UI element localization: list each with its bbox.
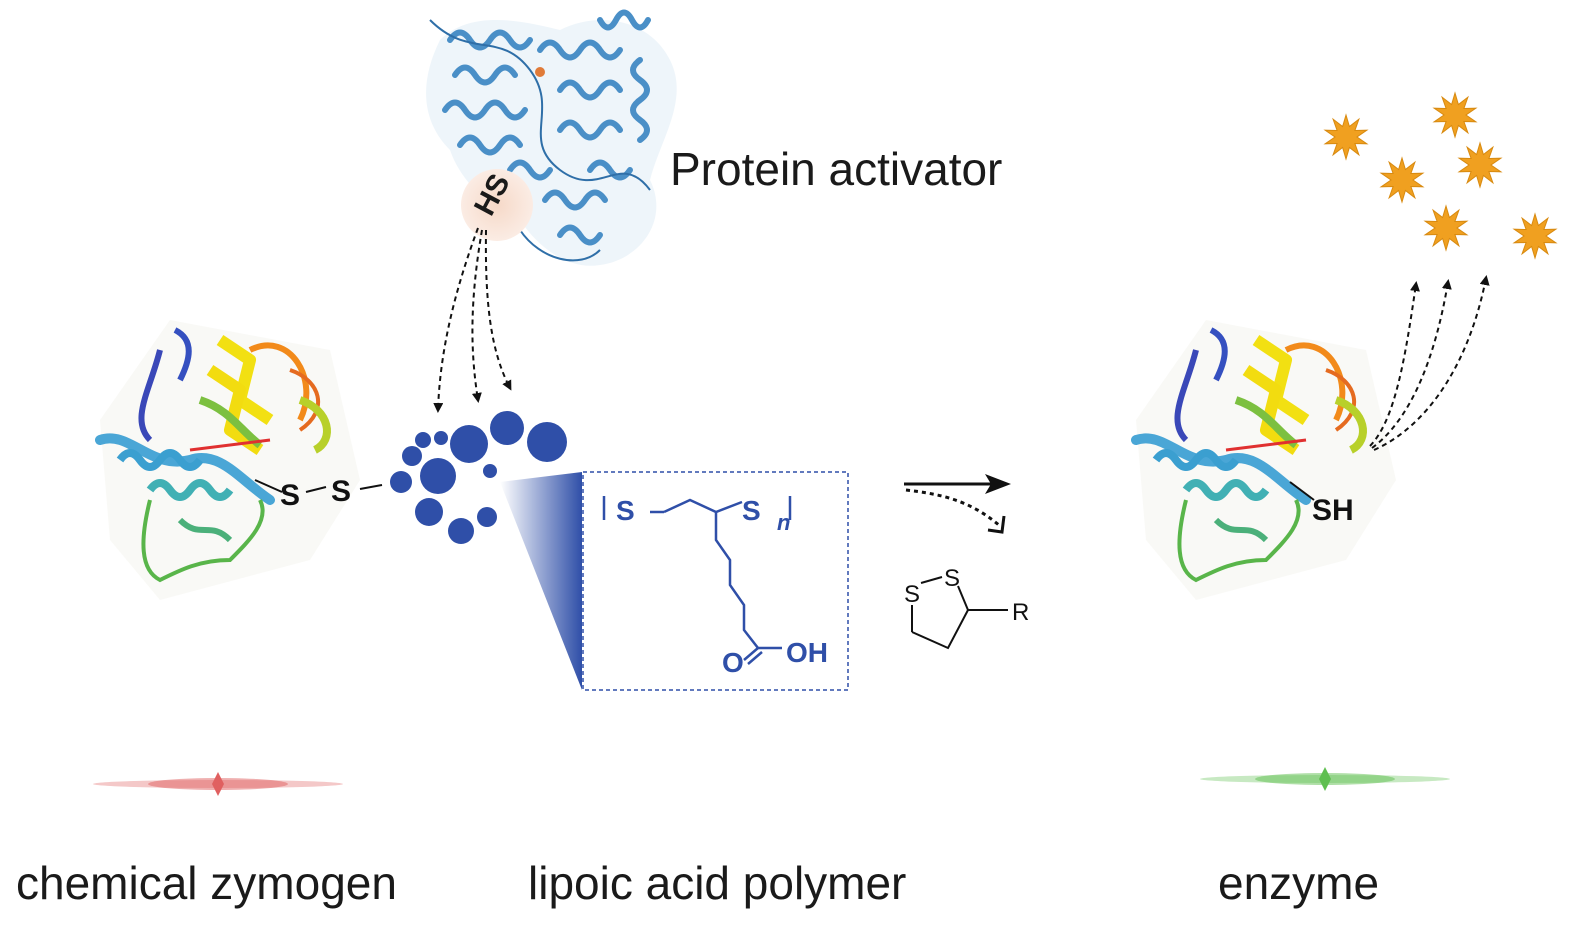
side-reaction-arrowhead xyxy=(987,515,1006,534)
bond-line xyxy=(1289,481,1315,501)
structure-o: O xyxy=(722,647,744,678)
zoom-cone xyxy=(500,472,582,690)
protein-activator-icon xyxy=(426,9,677,266)
star-icon xyxy=(1379,156,1425,204)
protein-activator-label: Protein activator xyxy=(670,143,1003,195)
thiol-label: SH xyxy=(1312,494,1354,527)
structure-s1: S xyxy=(616,495,635,526)
bond-line xyxy=(359,484,383,490)
disulfide-s-left: S xyxy=(280,479,301,512)
dithiolane-s-b: S xyxy=(944,565,960,592)
dithiolane-structure xyxy=(911,576,1008,650)
structure-oh: OH xyxy=(786,637,828,668)
bond-line xyxy=(305,486,327,493)
polymer-structure-box xyxy=(582,471,849,691)
dithiolane-r: R xyxy=(1012,599,1029,626)
product-stars xyxy=(1323,91,1558,260)
enzyme-protein-icon xyxy=(1131,320,1396,600)
bond-line xyxy=(254,479,283,493)
star-icon xyxy=(1423,204,1469,252)
disulfide-s-right: S xyxy=(331,475,352,508)
hs-highlight xyxy=(461,169,533,241)
chemical-zymogen-label: chemical zymogen xyxy=(16,857,397,909)
structure-n: n xyxy=(777,510,790,535)
side-reaction-arrow xyxy=(905,488,1001,528)
activator-arrows xyxy=(433,227,512,413)
enzyme-glow xyxy=(1200,767,1450,791)
star-icon xyxy=(1512,212,1558,260)
polymer-particle-icon xyxy=(390,411,567,544)
lipoic-acid-polymer-label: lipoic acid polymer xyxy=(528,857,907,909)
star-icon xyxy=(1457,141,1503,189)
zymogen-glow xyxy=(93,772,343,796)
product-arrows xyxy=(1369,275,1490,451)
polymer-structure xyxy=(602,496,792,665)
zymogen-protein-icon xyxy=(95,320,360,600)
structure-s2: S xyxy=(742,495,761,526)
enzyme-label: enzyme xyxy=(1218,857,1380,909)
star-icon xyxy=(1432,91,1478,139)
star-icon xyxy=(1323,113,1369,161)
dithiolane-s-a: S xyxy=(904,581,920,608)
